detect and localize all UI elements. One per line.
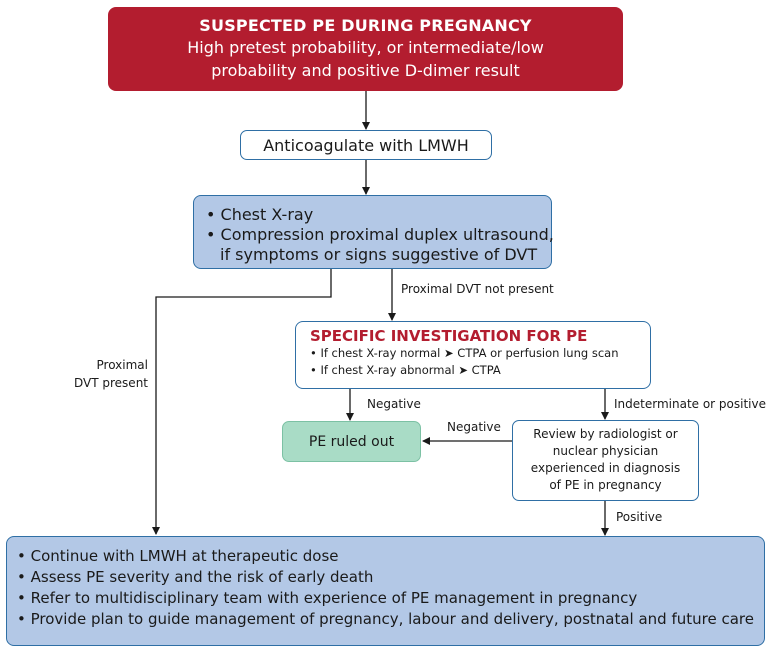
label-negative-right: Negative xyxy=(447,420,501,434)
review-line1: Review by radiologist or xyxy=(533,427,678,441)
management-box: • Continue with LMWH at therapeutic dose… xyxy=(6,536,765,646)
label-proximal-dvt-not-present: Proximal DVT not present xyxy=(401,282,554,296)
specific-item-normal: • If chest X-ray normal ➤ CTPA or perfus… xyxy=(310,346,619,360)
management-item-1: • Continue with LMWH at therapeutic dose xyxy=(17,547,339,565)
management-item-2: • Assess PE severity and the risk of ear… xyxy=(17,568,374,586)
review-line2: nuclear physician xyxy=(552,444,659,458)
management-item-4: • Provide plan to guide management of pr… xyxy=(17,610,754,628)
ultrasound-item-line1: • Compression proximal duplex ultrasound… xyxy=(206,225,554,244)
review-box: Review by radiologist or nuclear physici… xyxy=(512,420,699,501)
label-indeterminate-or-positive: Indeterminate or positive xyxy=(614,397,766,411)
pe-ruled-out-label: PE ruled out xyxy=(308,433,395,450)
label-proximal-dvt-present-1: Proximal xyxy=(96,358,148,372)
label-positive: Positive xyxy=(616,510,663,524)
label-negative-left: Negative xyxy=(367,397,421,411)
review-line3: experienced in diagnosis xyxy=(530,461,681,475)
suspected-pe-title: SUSPECTED PE DURING PREGNANCY xyxy=(199,16,532,35)
specific-investigation-box: SPECIFIC INVESTIGATION FOR PE • If chest… xyxy=(295,321,651,389)
anticoagulate-box: Anticoagulate with LMWH xyxy=(240,130,492,160)
chest-xray-item: • Chest X-ray xyxy=(206,205,314,224)
suspected-pe-line2: probability and positive D-dimer result xyxy=(211,61,520,80)
label-proximal-dvt-present-2: DVT present xyxy=(74,376,148,390)
ultrasound-item-line2: if symptoms or signs suggestive of DVT xyxy=(220,245,538,264)
suspected-pe-line1: High pretest probability, or intermediat… xyxy=(187,38,544,57)
initial-tests-box: • Chest X-ray • Compression proximal dup… xyxy=(193,195,554,269)
pe-ruled-out-box: PE ruled out xyxy=(282,421,421,462)
arrow-initial-to-final xyxy=(152,269,332,535)
review-line4: of PE in pregnancy xyxy=(549,478,662,492)
suspected-pe-box: SUSPECTED PE DURING PREGNANCY High prete… xyxy=(108,7,623,91)
management-item-3: • Refer to multidisciplinary team with e… xyxy=(17,589,638,607)
specific-investigation-title: SPECIFIC INVESTIGATION FOR PE xyxy=(310,327,588,345)
anticoagulate-label: Anticoagulate with LMWH xyxy=(263,135,469,155)
specific-item-abnormal: • If chest X-ray abnormal ➤ CTPA xyxy=(310,363,501,377)
